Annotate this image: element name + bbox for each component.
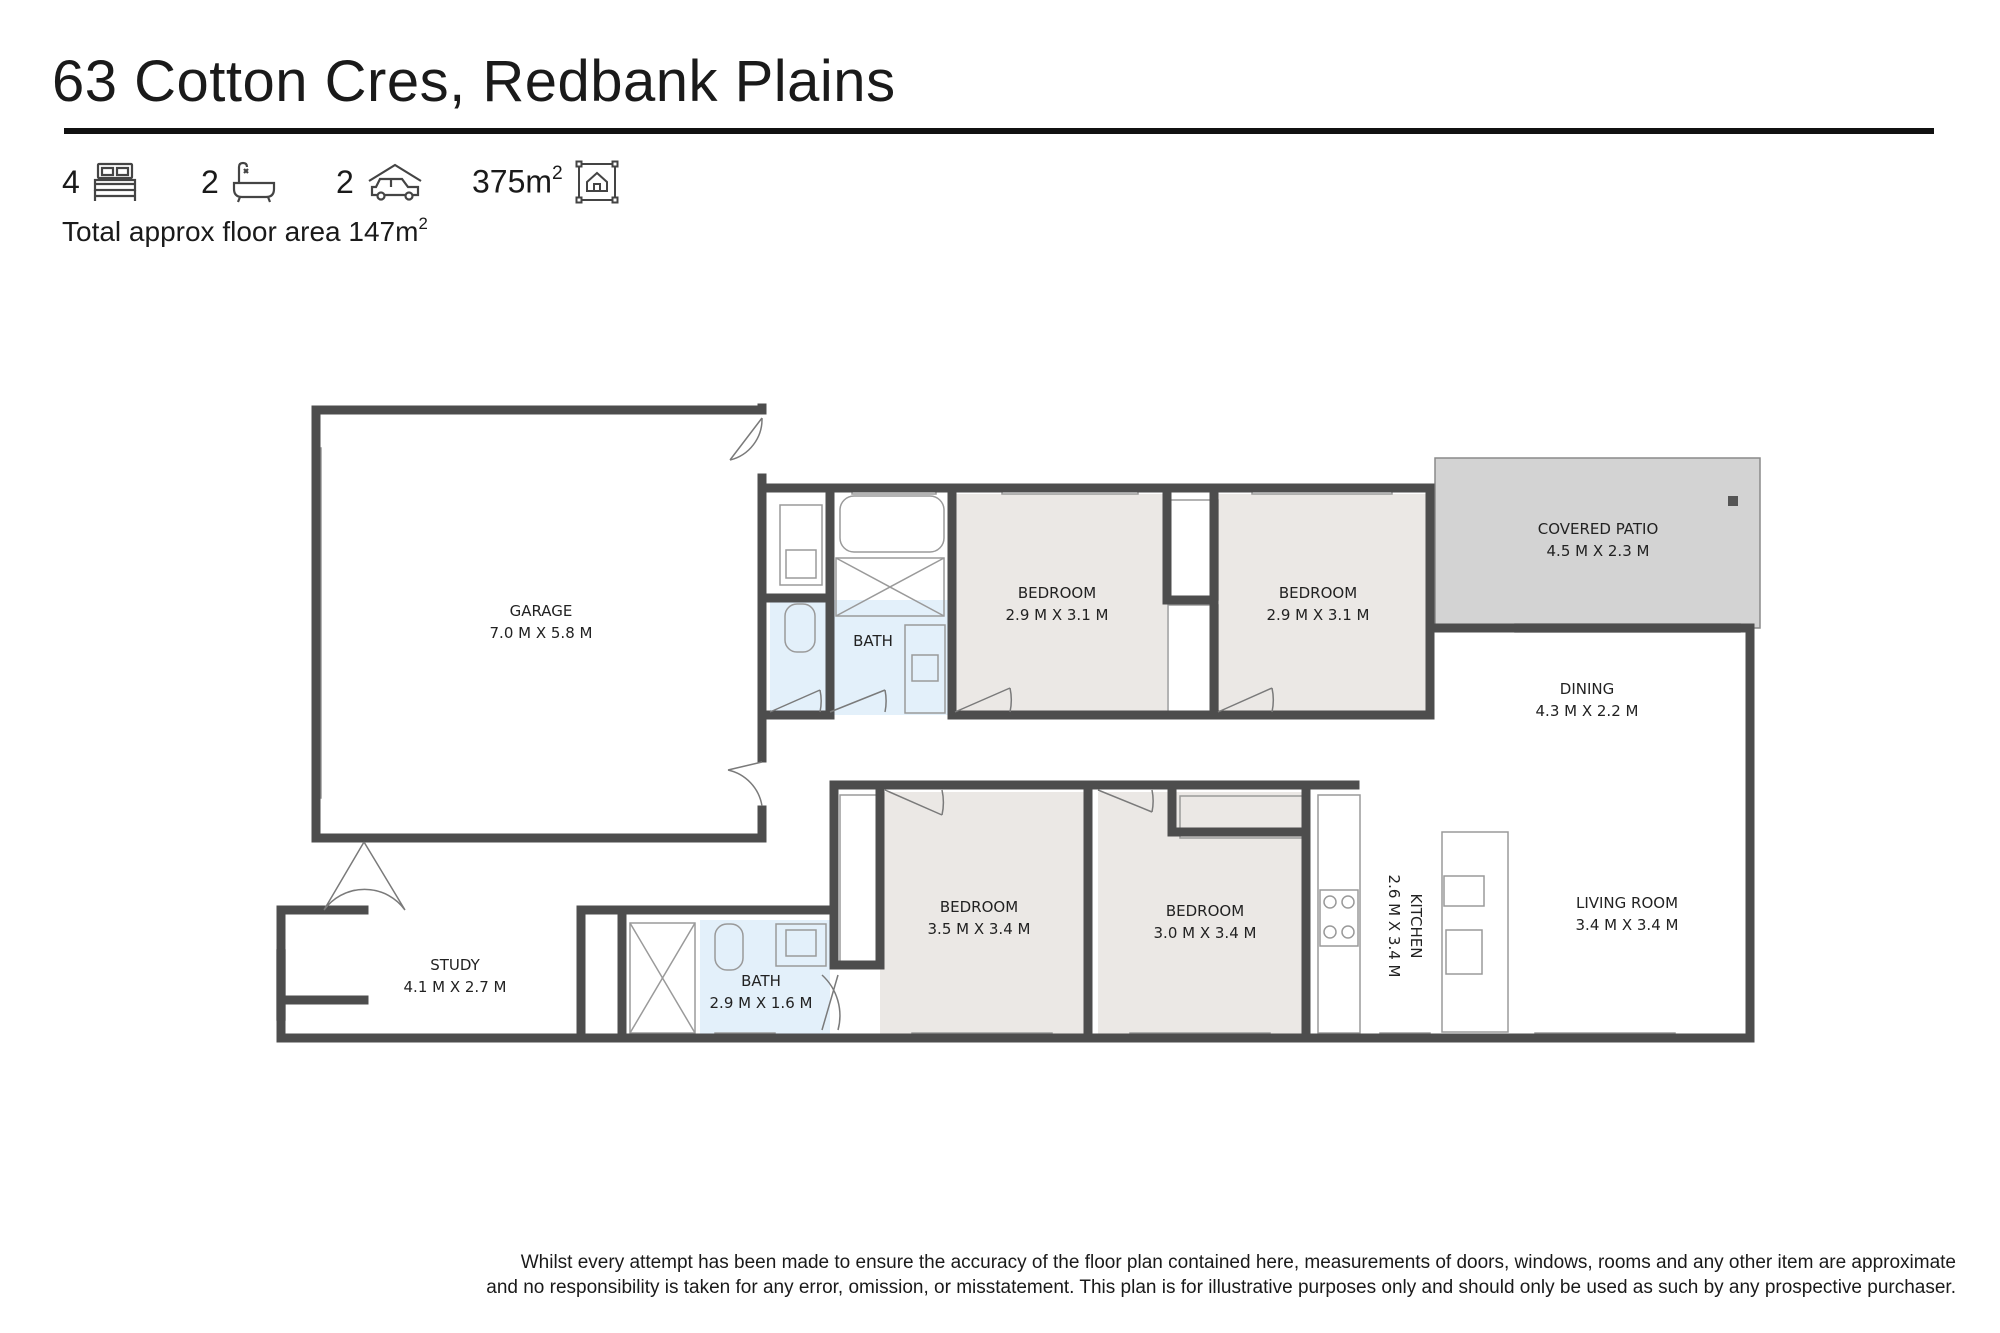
bedroom-4-dims: 3.0 M X 3.4 M <box>1154 924 1257 942</box>
bathtub-icon <box>232 161 275 203</box>
toilet-top <box>784 603 816 653</box>
title-divider <box>64 128 1934 134</box>
bedroom-4-label: BEDROOM <box>1166 902 1244 920</box>
kitchen-bench <box>1317 794 1361 1034</box>
property-title: 63 Cotton Cres, Redbank Plains <box>52 49 896 114</box>
study-dims: 4.1 M X 2.7 M <box>404 978 507 996</box>
dining-dims: 4.3 M X 2.2 M <box>1536 702 1639 720</box>
disclaimer: Whilst every attempt has been made to en… <box>256 1250 1956 1300</box>
laundry-sink <box>779 504 823 586</box>
study-label: STUDY <box>430 956 480 974</box>
garage-car-icon <box>368 163 422 201</box>
wardrobe-3 <box>839 794 881 966</box>
dining-label: DINING <box>1560 680 1614 698</box>
shower-top <box>835 557 945 617</box>
bedrooms-stat: 4 <box>62 158 138 206</box>
bath-bottom-dims: 2.9 M X 1.6 M <box>710 994 813 1012</box>
bedrooms-count: 4 <box>62 163 80 200</box>
vanity-bottom <box>775 923 827 967</box>
bedroom-2-area <box>1218 494 1430 715</box>
bedroom-3-dims: 3.5 M X 3.4 M <box>928 920 1031 938</box>
garage-label: GARAGE <box>510 602 573 620</box>
bathrooms-count: 2 <box>201 163 219 200</box>
bath-top-label: BATH <box>853 632 893 650</box>
land-area-value: 375m2 <box>472 163 563 200</box>
kitchen-label: KITCHEN <box>1407 894 1425 959</box>
total-floor-area: Total approx floor area 147m2 <box>62 214 428 247</box>
car-spaces-count: 2 <box>336 163 354 200</box>
covered-patio-dims: 4.5 M X 2.3 M <box>1547 542 1650 560</box>
garage-dims: 7.0 M X 5.8 M <box>490 624 593 642</box>
toilet-bottom <box>714 923 744 971</box>
room-labels: GARAGE 7.0 M X 5.8 M BATH BEDROOM 2.9 M … <box>404 520 1679 1012</box>
living-room-label: LIVING ROOM <box>1576 894 1678 912</box>
bath-bottom-area <box>700 920 830 1035</box>
bedroom-1-label: BEDROOM <box>1018 584 1096 602</box>
land-area-stat: 375m2 <box>472 158 619 206</box>
covered-patio-area <box>1434 457 1761 629</box>
bedroom-2-dims: 2.9 M X 3.1 M <box>1267 606 1370 624</box>
bed-icon <box>93 162 136 201</box>
bedroom-1-area <box>955 494 1167 715</box>
disclaimer-line-1: Whilst every attempt has been made to en… <box>520 1252 1956 1273</box>
shower-bottom <box>629 922 696 1034</box>
kitchen-island <box>1441 831 1509 1033</box>
bedroom-1-dims: 2.9 M X 3.1 M <box>1006 606 1109 624</box>
bedroom-3-label: BEDROOM <box>940 898 1018 916</box>
bath-bottom-label: BATH <box>741 972 781 990</box>
toilet-top-area <box>770 600 820 715</box>
doors <box>323 417 1275 1031</box>
cooktop <box>1319 889 1359 947</box>
car-spaces-stat: 2 <box>336 158 424 206</box>
living-room-dims: 3.4 M X 3.4 M <box>1576 916 1679 934</box>
disclaimer-line-2: and no responsibility is taken for any e… <box>486 1277 1956 1298</box>
covered-patio-label: COVERED PATIO <box>1538 520 1659 538</box>
bathtub <box>839 495 945 553</box>
bathrooms-stat: 2 <box>201 158 277 206</box>
patio-post <box>1728 496 1738 506</box>
bedroom-2-label: BEDROOM <box>1279 584 1357 602</box>
land-area-icon <box>575 160 619 204</box>
bedroom-3-area <box>880 792 1085 1035</box>
kitchen-dims: 2.6 M X 3.4 M <box>1385 875 1403 978</box>
vanity-top <box>904 624 946 714</box>
walls <box>276 403 1755 1043</box>
